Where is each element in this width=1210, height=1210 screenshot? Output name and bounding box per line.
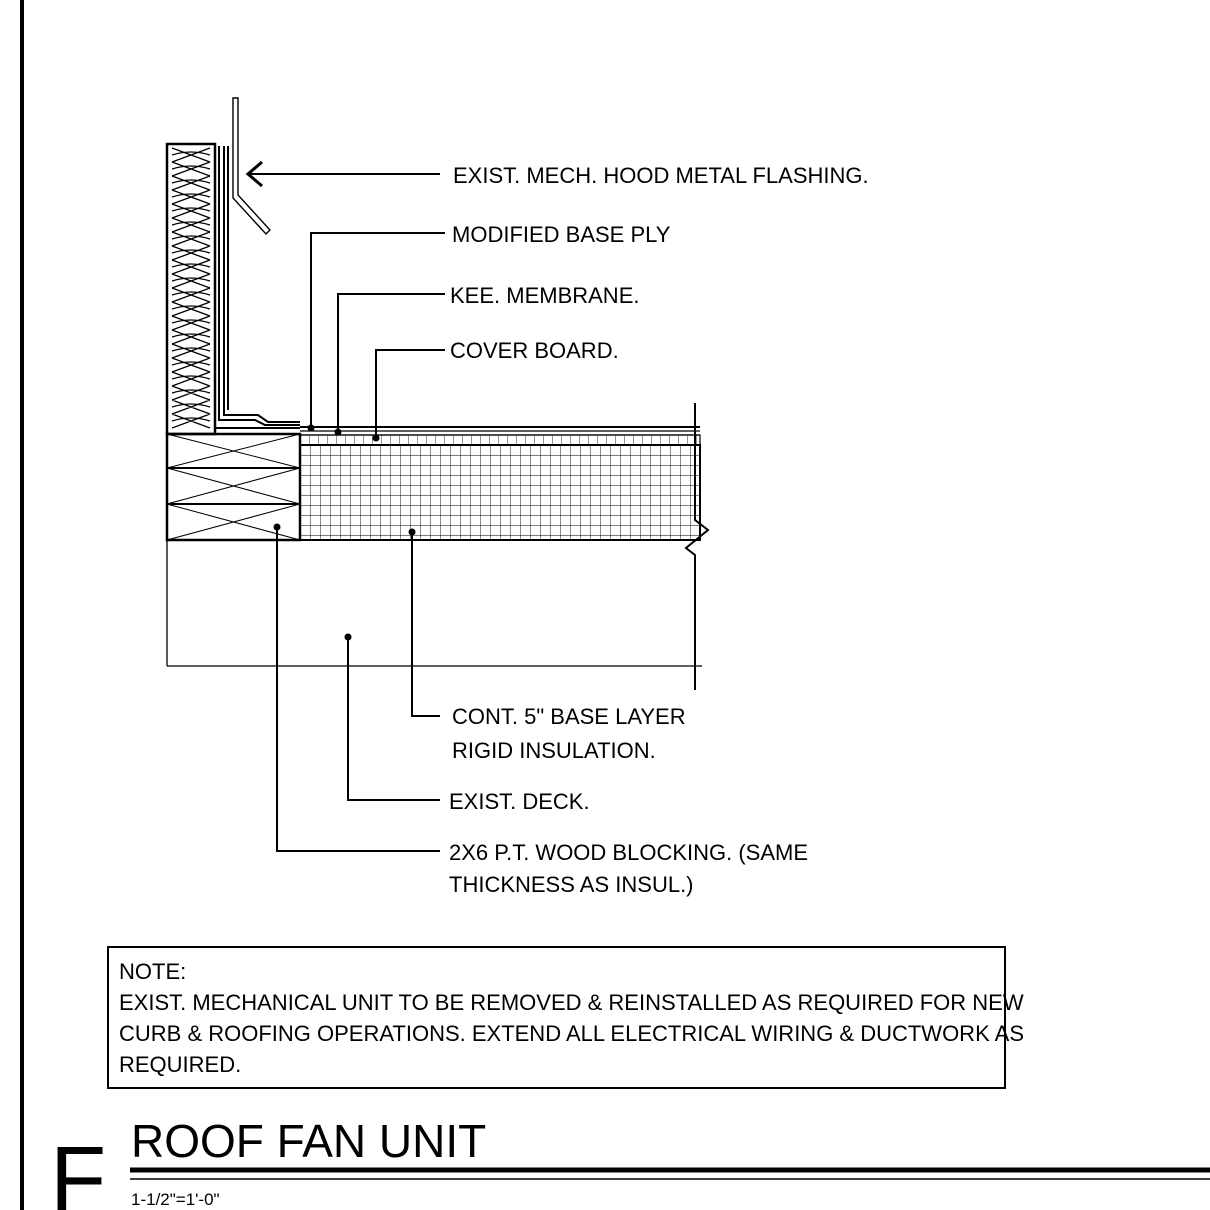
leader-dots <box>273 424 416 641</box>
metal-flashing <box>215 97 300 429</box>
detail-mark: F <box>50 1128 106 1210</box>
roof-membrane-layers <box>300 426 700 436</box>
break-line <box>684 403 710 690</box>
detail-scale: 1-1/2"=1'-0" <box>131 1190 220 1209</box>
note-line-1: EXIST. MECHANICAL UNIT TO BE REMOVED & R… <box>119 990 1024 1015</box>
callout-insulation-line2: RIGID INSULATION. <box>452 738 656 763</box>
callout-blocking-line1: 2X6 P.T. WOOD BLOCKING. (SAME <box>449 840 808 865</box>
callout-base-ply: MODIFIED BASE PLY <box>452 222 671 247</box>
callout-membrane: KEE. MEMBRANE. <box>450 283 639 308</box>
callout-blocking-line2: THICKNESS AS INSUL.) <box>449 872 694 897</box>
note-line-2: CURB & ROOFING OPERATIONS. EXTEND ALL EL… <box>119 1021 1024 1046</box>
existing-deck <box>166 540 702 667</box>
callout-insulation-line1: CONT. 5" BASE LAYER <box>452 704 686 729</box>
note-heading: NOTE: <box>119 959 186 984</box>
callout-deck: EXIST. DECK. <box>449 789 590 814</box>
leaders <box>245 160 445 852</box>
callout-cover-board: COVER BOARD. <box>450 338 619 363</box>
wood-blocking <box>165 432 302 542</box>
detail-title: ROOF FAN UNIT <box>131 1115 486 1167</box>
callout-flashing: EXIST. MECH. HOOD METAL FLASHING. <box>453 163 869 188</box>
cover-board <box>299 434 701 446</box>
note-line-3: REQUIRED. <box>119 1052 241 1077</box>
batt-insulation <box>171 147 211 429</box>
title-block: F ROOF FAN UNIT 1-1/2"=1'-0" <box>50 1115 1210 1210</box>
rigid-insulation <box>299 444 701 541</box>
curb-wall <box>165 142 217 436</box>
note-box: NOTE: EXIST. MECHANICAL UNIT TO BE REMOV… <box>107 946 1024 1089</box>
